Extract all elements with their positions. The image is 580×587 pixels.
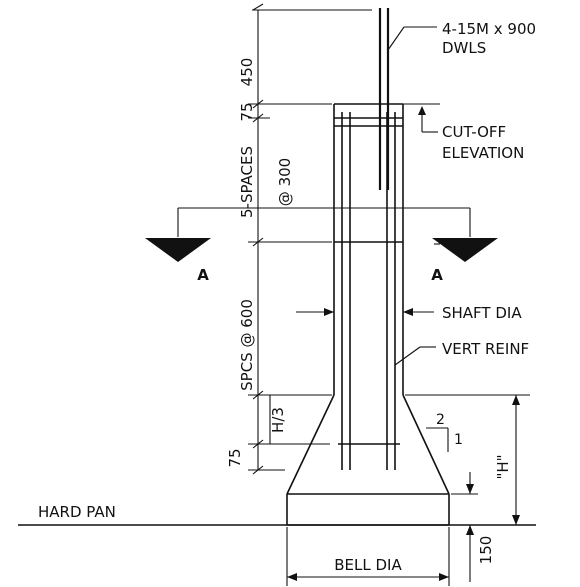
label-cutoff: CUT-OFF xyxy=(442,123,506,141)
label-dowels: 4-15M x 900 xyxy=(442,20,536,38)
h-dimension xyxy=(405,394,530,525)
vertical-reinforcement xyxy=(341,112,396,470)
dim-75-bottom: 75 xyxy=(226,448,244,467)
dim-150: 150 xyxy=(477,536,495,565)
left-dimension-chain xyxy=(248,3,372,475)
label-bell-dia: BELL DIA xyxy=(334,556,402,574)
dowel-leader xyxy=(387,26,437,51)
section-arrow-right-icon xyxy=(432,238,498,262)
label-cutoff-2: ELEVATION xyxy=(442,144,524,162)
dim-150-lines xyxy=(451,472,478,582)
dowel-bars xyxy=(378,8,390,190)
section-label-left: A xyxy=(197,266,209,284)
cutoff-leader xyxy=(403,103,440,133)
vert-reinf-leader xyxy=(394,346,436,366)
label-shaft-dia: SHAFT DIA xyxy=(442,304,522,322)
slope-rise: 2 xyxy=(436,412,445,428)
dim-5-spaces: 5-SPACES xyxy=(238,146,256,218)
slope-run: 1 xyxy=(454,432,463,448)
slope-indicator xyxy=(426,427,449,452)
dim-75-top: 75 xyxy=(238,102,256,121)
dim-450: 450 xyxy=(238,58,256,87)
dim-h-third: H/3 xyxy=(269,407,287,433)
dim-at-300: @ 300 xyxy=(276,158,294,206)
section-label-right: A xyxy=(431,266,443,284)
shaft-dia-dimension xyxy=(296,308,434,316)
bell-outline xyxy=(286,394,450,526)
ties xyxy=(334,117,403,445)
label-vert-reinf: VERT REINF xyxy=(442,340,529,358)
label-hard-pan: HARD PAN xyxy=(38,503,116,521)
dim-h: "H" xyxy=(494,454,512,479)
shaft-outline xyxy=(333,103,404,395)
section-arrow-left-icon xyxy=(145,238,211,262)
label-dowels-2: DWLS xyxy=(442,39,486,57)
bell-dia-dimension xyxy=(286,527,450,586)
section-cut-line xyxy=(177,207,471,237)
dim-spcs-600: SPCS @ 600 xyxy=(238,299,256,391)
